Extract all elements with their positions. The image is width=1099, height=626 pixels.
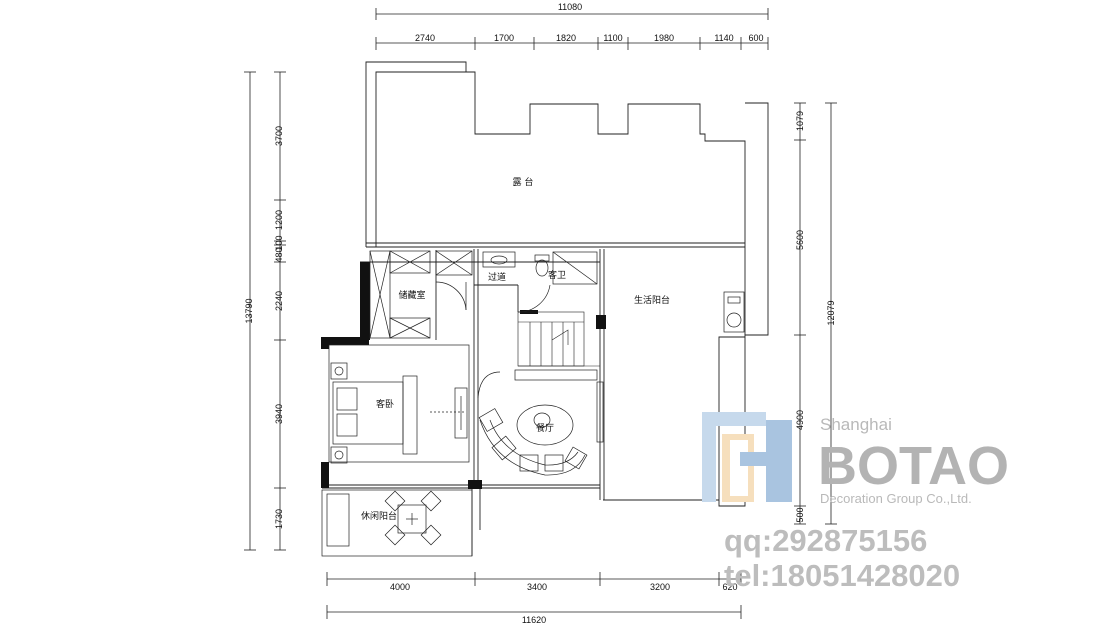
dim-top-seg-6: 1140 [714,33,733,43]
dim-top-seg-3: 1820 [556,33,576,43]
staircase [517,311,600,367]
dim-top-seg-5: 1980 [654,33,674,43]
room-label-utility-balcony: 生活阳台 [634,294,670,306]
room-label-guest-bedroom: 客卧 [376,398,394,410]
dim-left-seg-3: 100 [274,235,284,250]
dim-bottom-seg-2: 3400 [527,582,547,592]
watermark-company: Decoration Group Co.,Ltd. [820,491,972,506]
watermark-qq: qq:292875156 [724,523,927,558]
dim-left-total: 13790 [244,298,254,323]
terrace-outline [365,61,746,248]
dim-left-seg-6: 3940 [274,404,284,424]
bath-fixtures [482,251,598,313]
dim-left-seg-4: 480 [274,247,284,262]
dining-furniture [454,369,604,476]
room-label-leisure-balcony: 休闲阳台 [361,510,397,522]
dim-bottom-seg-1: 4000 [390,582,410,592]
dim-right-total: 12079 [826,300,836,325]
dim-left-seg-7: 1730 [274,509,284,529]
top-dimension-lines [375,8,769,50]
dim-left-seg-5: 2240 [274,291,284,311]
core-walls [322,249,605,556]
room-label-dining: 餐厅 [536,422,554,434]
dim-top-seg-2: 1700 [494,33,514,43]
watermark-city: Shanghai [820,415,892,434]
watermark-tel: tel:18051428020 [724,558,960,593]
dim-top-seg-1: 2740 [415,33,435,43]
guest-bedroom-furniture [328,344,470,464]
dim-right-seg-1: 1079 [795,111,805,131]
company-logo-icon [702,412,792,502]
dim-bottom-seg-3: 3200 [650,582,670,592]
dim-right-seg-3: 4900 [795,410,805,430]
dim-top-seg-4: 1100 [603,33,622,43]
right-dimension-lines [794,102,837,525]
leisure-balcony-furniture [321,489,473,557]
room-label-guest-bath: 客卫 [548,269,566,281]
dim-bottom-seg-4: 620 [722,582,737,592]
washing-machine [723,291,745,333]
room-label-storage: 储藏室 [398,289,425,301]
watermark-brand: BOTAO [818,436,1009,496]
dim-left-seg-1: 3700 [274,126,284,146]
room-label-corridor: 过道 [488,271,506,283]
left-dimension-lines [244,71,286,551]
bottom-dimension-lines [326,572,742,619]
storage-cabinets [369,250,473,339]
dim-top-seg-7: 600 [748,33,763,43]
dim-right-seg-2: 5600 [795,230,805,250]
dim-left-seg-2: 1200 [274,210,284,230]
dim-bottom-total: 11620 [522,615,546,625]
room-label-terrace: 露 台 [513,176,534,188]
dim-right-seg-4: 500 [795,507,805,522]
dim-top-total: 11080 [558,2,582,12]
